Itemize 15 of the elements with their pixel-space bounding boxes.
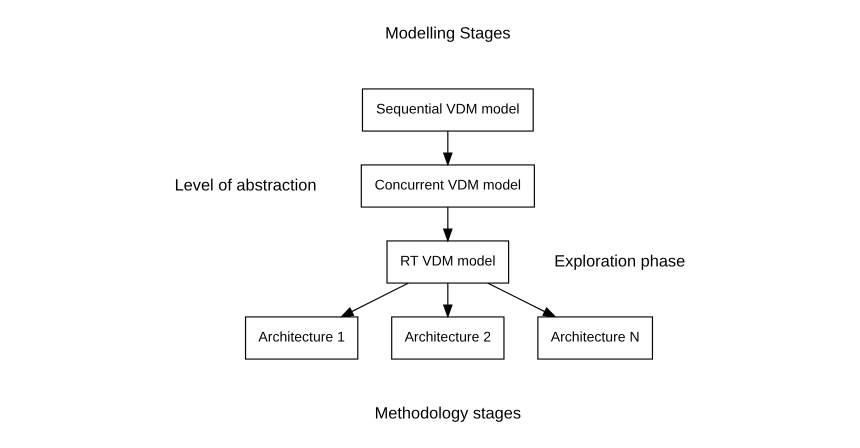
node-box: RT VDM model <box>386 240 510 284</box>
arrow <box>442 283 453 319</box>
node-box: Architecture 2 <box>391 316 505 360</box>
label: Exploration phase <box>554 252 686 270</box>
arrow <box>442 207 453 242</box>
node-box: Architecture N <box>537 316 654 360</box>
node-box: Sequential VDM model <box>362 88 534 132</box>
arrow <box>340 282 409 318</box>
node-box: Architecture 1 <box>244 316 358 360</box>
arrow <box>442 131 453 166</box>
arrow <box>487 282 557 318</box>
label: Modelling Stages <box>385 24 511 42</box>
label: Methodology stages <box>374 404 522 422</box>
label: Level of abstraction <box>174 176 316 194</box>
node-box: Concurrent VDM model <box>360 164 535 208</box>
